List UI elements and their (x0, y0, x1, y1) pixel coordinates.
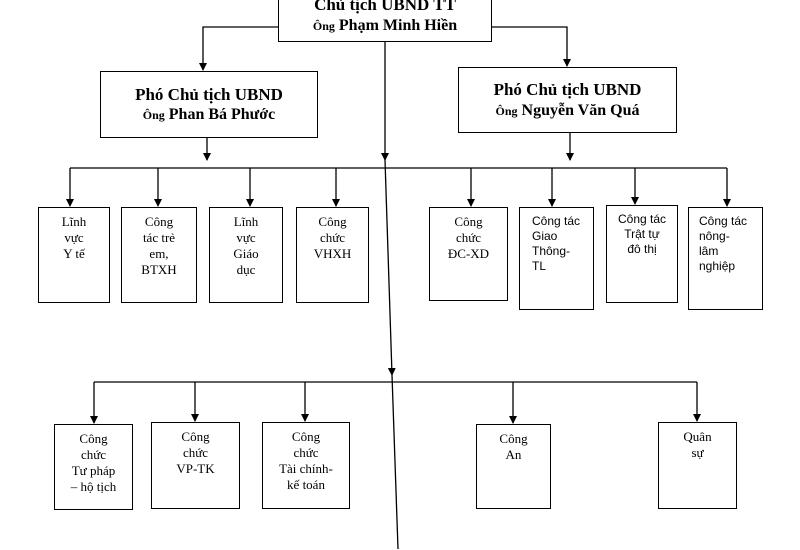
dept-box-vp-tk: Công chức VP-TK (151, 422, 240, 509)
dept-label-line: vực (236, 230, 256, 245)
dept-box-tu-phap-ho-tich: Công chức Tư pháp – hộ tịch (54, 424, 133, 510)
dept-label-line: Y tế (63, 246, 85, 261)
dept-label-line: chức (293, 445, 319, 460)
dept-label-line: VP-TK (176, 461, 215, 476)
dept-label-line: ĐC-XD (447, 246, 490, 261)
dept-label-line: Công (318, 214, 347, 229)
dept-label-line: TL (532, 259, 547, 273)
vice-chair-right-prefix: Ông (495, 103, 518, 118)
dept-box-vhxh: Công chức VHXH (296, 207, 369, 303)
trunk-arrow-mid (384, 159, 396, 376)
arrow-to-vice-right (492, 26, 571, 67)
dept-label-line: Công tác (617, 212, 667, 226)
chairman-prefix: Ông (312, 18, 335, 33)
dept-label-line: chức (319, 230, 346, 245)
vice-chair-right-box: Phó Chủ tịch UBND Ông Nguyễn Văn Quá (458, 67, 677, 133)
dept-box-giao-thong-tl: Công tác Giao Thông- TL (519, 207, 594, 310)
dept-label-line: Quân (683, 429, 712, 444)
chairman-name-line: Ông Phạm Minh Hiền (313, 16, 457, 36)
dept-box-quan-su: Quân sự (658, 422, 737, 509)
dept-label-line: VHXH (313, 246, 352, 261)
vice-chair-left-title: Phó Chủ tịch UBND (135, 84, 283, 104)
dept-box-dc-xd: Công chức ĐC-XD (429, 207, 508, 301)
dept-label-line: chức (455, 230, 482, 245)
dept-label-line: vực (64, 230, 84, 245)
dept-label-line: Giao (532, 229, 558, 243)
dept-label-line: dục (236, 262, 256, 277)
dept-label-line: sự (691, 445, 704, 460)
dept-box-cong-an: Công An (476, 424, 551, 509)
dept-label-line: BTXH (141, 262, 177, 277)
dept-label-line: tác trẻ (142, 230, 176, 245)
dept-label-line: Tư pháp (71, 463, 116, 478)
dept-box-tre-em-btxh: Công tác trẻ em, BTXH (121, 207, 197, 303)
dept-label-line: Công tác (699, 214, 748, 228)
dept-label-line: Công (144, 214, 174, 229)
dept-label-line: Công (79, 431, 108, 446)
chairman-name: Phạm Minh Hiền (338, 16, 458, 34)
dept-box-giao-duc: Lĩnh vực Giáo dục (209, 207, 283, 303)
chairman-title: Chủ tịch UBND TT (314, 0, 456, 15)
vice-chair-left-name: Phan Bá Phước (168, 106, 276, 124)
dept-label-line: lâm (699, 244, 719, 258)
dept-label-line: Công (499, 431, 528, 446)
dept-label-line: Công (291, 429, 321, 444)
dept-label-line: An (505, 447, 522, 462)
dept-label-line: Thông- (532, 244, 571, 258)
dept-label-line: Công tác (532, 214, 581, 228)
dept-label-line: Lĩnh (61, 214, 87, 229)
dept-label-line: Giáo (233, 246, 259, 261)
dept-box-nong-lam-nghiep: Công tác nông- lâm nghiệp (688, 207, 763, 310)
dept-label-line: nông- (699, 229, 730, 243)
arrow-to-vice-left (199, 26, 278, 71)
dept-label-line: chức (182, 445, 209, 460)
dept-box-y-te: Lĩnh vực Y tế (38, 207, 110, 303)
dept-label-line: – hộ tịch (70, 479, 117, 494)
dept-label-line: Công (454, 214, 483, 229)
vice-chair-left-box: Phó Chủ tịch UBND Ông Phan Bá Phước (100, 71, 318, 138)
dept-box-tai-chinh-ke-toan: Công chức Tài chính- kế toán (262, 422, 350, 509)
vice-chair-right-name-line: Ông Nguyễn Văn Quá (496, 101, 640, 121)
dept-label-line: Tài chính- (279, 461, 333, 476)
dept-label-line: Trật tự (624, 227, 660, 241)
dept-label-line: Lĩnh (233, 214, 259, 229)
chairman-box: Chủ tịch UBND TT Ông Phạm Minh Hiền (278, 0, 492, 42)
dept-label-line: nghiệp (699, 259, 736, 273)
vice-chair-right-title: Phó Chủ tịch UBND (493, 80, 642, 100)
vice-chair-left-name-line: Ông Phan Bá Phước (143, 105, 276, 125)
trunk-bottom (391, 374, 399, 550)
vice-chair-left-prefix: Ông (142, 108, 165, 123)
dept-label-line: đô thị (627, 242, 657, 256)
vice-chair-right-name: Nguyễn Văn Quá (521, 101, 640, 119)
dept-label-line: chức (80, 447, 107, 462)
dept-box-trat-tu-do-thi: Công tác Trật tự đô thị (606, 205, 678, 303)
dept-label-line: Công (181, 429, 210, 444)
dept-label-line: kế toán (287, 477, 325, 492)
dept-label-line: em, (149, 246, 169, 261)
